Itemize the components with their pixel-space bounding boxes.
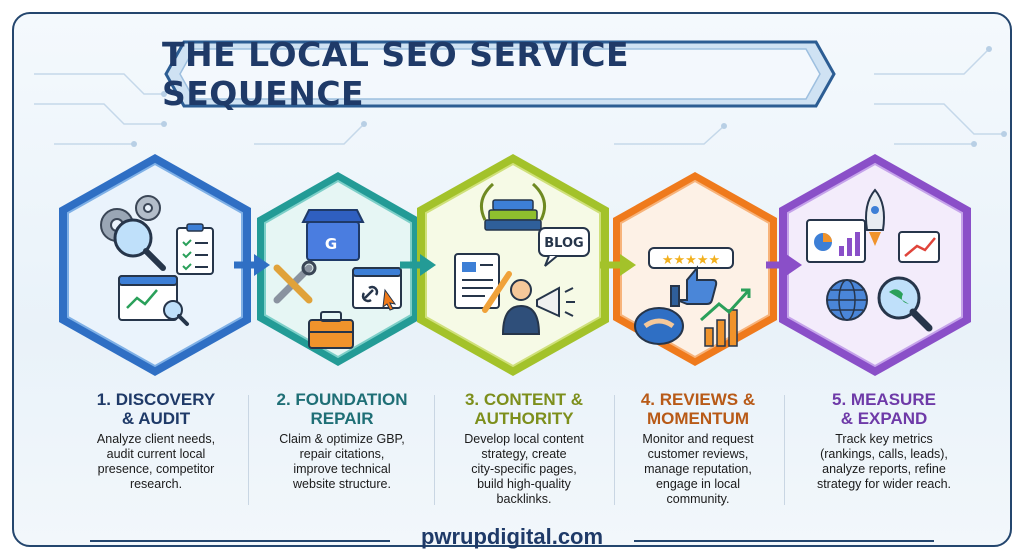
stage-2-hexagon: G: [245, 150, 445, 380]
step-5-title: 5. MEASURE & EXPAND: [786, 390, 982, 428]
stage-4-hexagon: ★★★★★: [607, 150, 807, 380]
step-5-desc-line: (rankings, calls, leads),: [820, 447, 948, 461]
step-1-desc-line: audit current local: [106, 447, 206, 461]
step-4-title: 4. REVIEWS & MOMENTUM: [616, 390, 780, 428]
footer-website: pwrupdigital.com: [420, 524, 604, 549]
gears-icon: [100, 195, 161, 242]
handshake-icon: [634, 307, 684, 345]
title-banner: THE LOCAL SEO SERVICE SEQUENCE: [162, 35, 838, 113]
step-2-title-line1: 2. FOUNDATION: [276, 390, 408, 409]
step-4-desc-line: customer reviews,: [647, 447, 749, 461]
arrow-3-to-4: [600, 254, 636, 276]
step-3-desc-line: build high-quality: [477, 477, 571, 491]
globe-magnifier-icon: [877, 276, 933, 332]
step-3-description: Develop local content strategy, create c…: [436, 432, 612, 507]
step-5-description: Track key metrics (rankings, calls, lead…: [786, 432, 982, 492]
books-laurel-icon: [479, 182, 547, 231]
step-2-desc-line: repair citations,: [299, 447, 385, 461]
circuit-background: [34, 46, 1007, 147]
step-3-title-line2: AUTHORITY: [474, 409, 574, 428]
storefront-icon: G: [301, 209, 365, 261]
column-divider: [614, 395, 615, 505]
blog-bubble-icon: BLOG: [538, 227, 590, 267]
arrow-2-to-3: [400, 254, 436, 276]
step-2-desc-line: Claim & optimize GBP,: [279, 432, 405, 446]
thumbs-up-icon: [670, 265, 718, 307]
stage-3-hexagon: BLOG: [413, 150, 613, 380]
step-4-title-line1: 4. REVIEWS &: [640, 390, 756, 409]
step-5: 5. MEASURE & EXPAND Track key metrics (r…: [786, 390, 982, 492]
step-3-desc-line: Develop local content: [464, 432, 584, 446]
column-divider: [248, 395, 249, 505]
globe-icon: [826, 279, 868, 321]
step-5-title-line2: & EXPAND: [840, 409, 928, 428]
stage-5-hexagon: [775, 150, 975, 380]
document-pencil-icon: [454, 253, 512, 313]
footer-rule-left: [90, 540, 390, 542]
step-2-desc-line: improve technical: [293, 462, 391, 476]
step-4: 4. REVIEWS & MOMENTUM Monitor and reques…: [616, 390, 780, 507]
step-5-desc-line: strategy for wider reach.: [816, 477, 952, 491]
step-1-desc-line: Analyze client needs,: [96, 432, 216, 446]
toolbox-icon: [308, 311, 354, 349]
stage-1-hexagon: [55, 150, 255, 380]
step-2-description: Claim & optimize GBP, repair citations, …: [252, 432, 432, 492]
step-4-desc-line: manage reputation,: [644, 462, 752, 476]
checklist-icon: [176, 223, 214, 275]
step-1-title-line1: 1. DISCOVERY: [96, 390, 216, 409]
step-1-title: 1. DISCOVERY & AUDIT: [68, 390, 244, 428]
step-2: 2. FOUNDATION REPAIR Claim & optimize GB…: [252, 390, 432, 492]
browser-analytics-icon: [118, 275, 189, 326]
dashboard-icon: [806, 219, 940, 263]
step-3-desc-line: backlinks.: [496, 492, 552, 506]
blog-label: BLOG: [544, 236, 583, 251]
step-1-desc-line: presence, competitor: [97, 462, 215, 476]
footer-rule-right: [634, 540, 934, 542]
step-4-desc-line: community.: [666, 492, 730, 506]
column-divider: [434, 395, 435, 505]
arrow-1-to-2: [234, 254, 270, 276]
step-5-desc-line: analyze reports, refine: [822, 462, 946, 476]
magnifier-icon: [113, 218, 166, 271]
step-3-desc-line: strategy, create: [481, 447, 567, 461]
step-4-desc-line: engage in local: [655, 477, 741, 491]
step-1-title-line2: & AUDIT: [121, 409, 191, 428]
arrow-4-to-5: [766, 254, 802, 276]
column-divider: [784, 395, 785, 505]
step-4-title-line2: MOMENTUM: [647, 409, 749, 428]
step-3-title-line1: 3. CONTENT &: [464, 390, 584, 409]
step-5-title-line1: 5. MEASURE: [832, 390, 936, 409]
step-1: 1. DISCOVERY & AUDIT Analyze client need…: [68, 390, 244, 492]
step-1-description: Analyze client needs, audit current loca…: [68, 432, 244, 492]
step-1-desc-line: research.: [129, 477, 183, 491]
step-4-description: Monitor and request customer reviews, ma…: [616, 432, 780, 507]
link-icon: [352, 267, 402, 311]
page-title: THE LOCAL SEO SERVICE SEQUENCE: [162, 35, 629, 113]
step-4-desc-line: Monitor and request: [642, 432, 754, 446]
star-rating-icon: ★★★★★: [648, 247, 734, 269]
step-3: 3. CONTENT & AUTHORITY Develop local con…: [436, 390, 612, 507]
growth-chart-icon: [700, 288, 751, 347]
step-5-desc-line: Track key metrics: [835, 432, 933, 446]
step-2-title-line2: REPAIR: [310, 409, 374, 428]
step-3-desc-line: city-specific pages,: [471, 462, 577, 476]
rocket-icon: [865, 188, 885, 246]
svg-text:★★★★★: ★★★★★: [662, 253, 720, 268]
step-3-title: 3. CONTENT & AUTHORITY: [436, 390, 612, 428]
step-2-title: 2. FOUNDATION REPAIR: [252, 390, 432, 428]
svg-text:G: G: [325, 235, 337, 253]
megaphone-person-icon: [501, 279, 575, 335]
step-2-desc-line: website structure.: [293, 477, 391, 491]
tools-icon: [273, 260, 317, 304]
